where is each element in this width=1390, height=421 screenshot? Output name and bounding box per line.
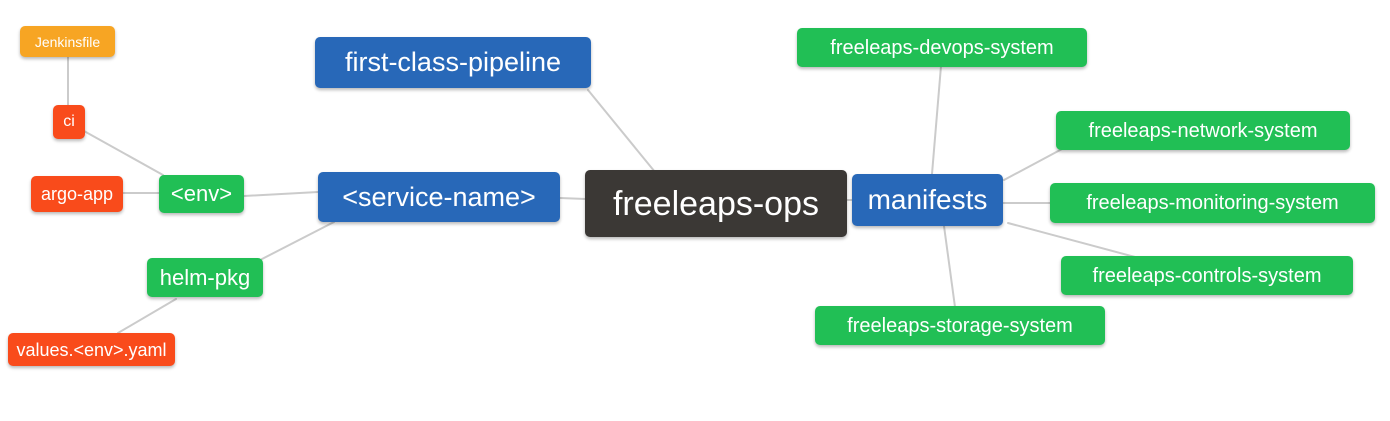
edge-first-class-pipeline-to-freeleaps-ops — [587, 89, 656, 173]
mindmap-node-freeleaps-monitoring-system[interactable]: freeleaps-monitoring-system — [1050, 183, 1375, 223]
mindmap-node-freeleaps-controls-system[interactable]: freeleaps-controls-system — [1061, 256, 1353, 295]
edge-helm-pkg-to-service-name — [261, 221, 335, 260]
mindmap-node-helm-pkg[interactable]: helm-pkg — [147, 258, 263, 297]
mindmap-node-first-class-pipeline[interactable]: first-class-pipeline — [315, 37, 591, 88]
edge-manifests-to-freeleaps-storage-system — [943, 225, 956, 308]
edge-env-to-service-name — [243, 191, 319, 197]
mindmap-node-freeleaps-storage-system[interactable]: freeleaps-storage-system — [815, 306, 1105, 345]
mindmap-node-freeleaps-devops-system[interactable]: freeleaps-devops-system — [797, 28, 1087, 67]
edge-ci-to-env — [83, 130, 164, 176]
edge-service-name-to-freeleaps-ops — [559, 197, 587, 200]
mindmap-node-freeleaps-ops[interactable]: freeleaps-ops — [585, 170, 847, 237]
edge-manifests-to-freeleaps-network-system — [1003, 148, 1063, 181]
edge-manifests-to-freeleaps-controls-system — [1007, 222, 1136, 258]
mindmap-node-freeleaps-network-system[interactable]: freeleaps-network-system — [1056, 111, 1350, 150]
mindmap-node-service-name[interactable]: <service-name> — [318, 172, 560, 222]
edge-values-env-yaml-to-helm-pkg — [117, 298, 177, 334]
mindmap-node-env[interactable]: <env> — [159, 175, 244, 213]
mindmap-node-manifests[interactable]: manifests — [852, 174, 1003, 226]
edge-manifests-to-freeleaps-devops-system — [931, 65, 942, 175]
mindmap-node-ci[interactable]: ci — [53, 105, 85, 139]
mindmap-node-jenkinsfile[interactable]: Jenkinsfile — [20, 26, 115, 57]
mindmap-node-values-env-yaml[interactable]: values.<env>.yaml — [8, 333, 175, 366]
mindmap-node-argo-app[interactable]: argo-app — [31, 176, 123, 212]
